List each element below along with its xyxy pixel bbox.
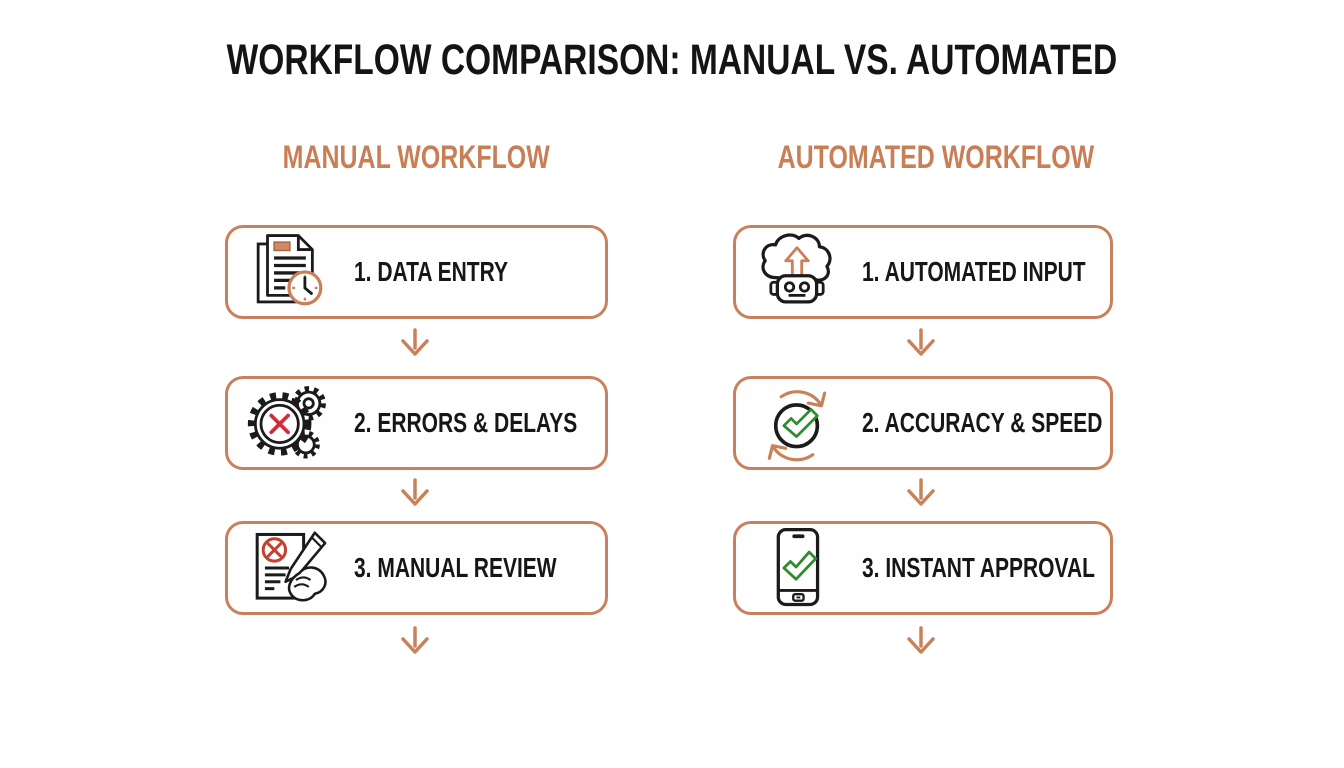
automated-step-1-box: 1. AUTOMATED INPUT bbox=[733, 225, 1113, 319]
manual-step-1-box: 1. DATA ENTRY bbox=[225, 225, 608, 319]
sync-check-icon bbox=[767, 390, 827, 462]
document-pen-icon bbox=[255, 531, 327, 602]
document-clock-icon bbox=[256, 234, 323, 306]
down-arrow-icon bbox=[907, 328, 935, 356]
manual-step-2-label: 2. ERRORS & DELAYS bbox=[354, 407, 578, 438]
automated-step-1-label: 1. AUTOMATED INPUT bbox=[862, 256, 1086, 287]
automated-step-3-label: 3. INSTANT APPROVAL bbox=[862, 552, 1095, 583]
manual-step-3-box: 3. MANUAL REVIEW bbox=[225, 521, 608, 615]
down-arrow-icon bbox=[907, 478, 935, 506]
manual-column-header: MANUAL WORKFLOW bbox=[282, 139, 551, 175]
automated-column-header: AUTOMATED WORKFLOW bbox=[777, 139, 1095, 175]
cloud-robot-icon bbox=[761, 233, 832, 304]
automated-step-2-label: 2. ACCURACY & SPEED bbox=[862, 407, 1103, 438]
down-arrow-icon bbox=[401, 478, 429, 506]
manual-step-1-label: 1. DATA ENTRY bbox=[354, 256, 509, 287]
manual-step-3-label: 3. MANUAL REVIEW bbox=[354, 552, 557, 583]
gear-error-icon bbox=[247, 386, 326, 459]
automated-step-3-box: 3. INSTANT APPROVAL bbox=[733, 521, 1113, 615]
down-arrow-icon bbox=[401, 328, 429, 356]
manual-step-2-box: 2. ERRORS & DELAYS bbox=[225, 376, 608, 470]
automated-step-2-box: 2. ACCURACY & SPEED bbox=[733, 376, 1113, 470]
down-arrow-icon bbox=[401, 626, 429, 654]
phone-check-icon bbox=[776, 528, 820, 607]
down-arrow-icon bbox=[907, 626, 935, 654]
page-title: WORKFLOW COMPARISON: MANUAL VS. AUTOMATE… bbox=[226, 36, 1118, 84]
